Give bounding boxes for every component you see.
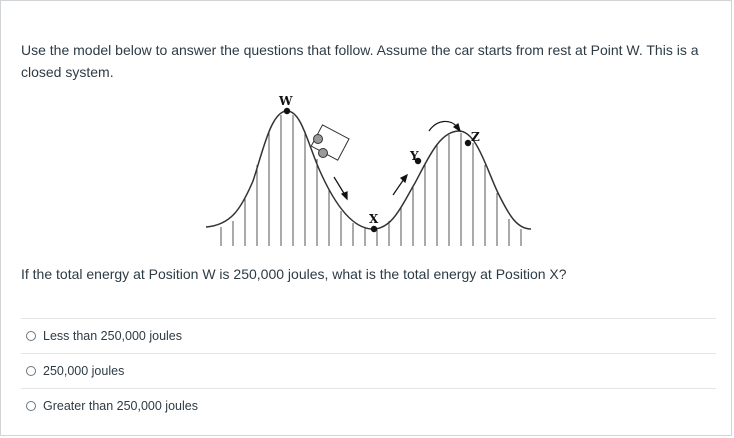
car-wheel-icon bbox=[313, 134, 323, 144]
answer-option[interactable]: Greater than 250,000 joules bbox=[21, 388, 716, 423]
label-y: Y bbox=[409, 149, 419, 163]
answer-option[interactable]: 250,000 joules bbox=[21, 353, 716, 388]
answer-label: 250,000 joules bbox=[43, 364, 125, 378]
radio-button[interactable] bbox=[26, 366, 36, 376]
point-w bbox=[283, 107, 291, 115]
point-z bbox=[464, 139, 472, 147]
car-wheel-icon bbox=[318, 148, 328, 158]
roller-coaster-diagram: W X Y Z bbox=[205, 94, 532, 246]
support-posts bbox=[220, 115, 522, 246]
answer-option[interactable]: Less than 250,000 joules bbox=[21, 318, 716, 353]
answer-list: Less than 250,000 joules 250,000 joules … bbox=[21, 318, 716, 423]
answer-label: Less than 250,000 joules bbox=[43, 329, 182, 343]
radio-button[interactable] bbox=[26, 401, 36, 411]
question-text: If the total energy at Position W is 250… bbox=[21, 266, 567, 282]
radio-button[interactable] bbox=[26, 331, 36, 341]
label-x: X bbox=[369, 212, 379, 226]
motion-arrows bbox=[333, 120, 462, 201]
question-prompt: Use the model below to answer the questi… bbox=[21, 42, 699, 80]
point-y bbox=[414, 157, 422, 165]
point-x bbox=[370, 225, 378, 233]
label-z: Z bbox=[471, 130, 480, 144]
label-w: W bbox=[278, 94, 293, 108]
answer-label: Greater than 250,000 joules bbox=[43, 399, 198, 413]
